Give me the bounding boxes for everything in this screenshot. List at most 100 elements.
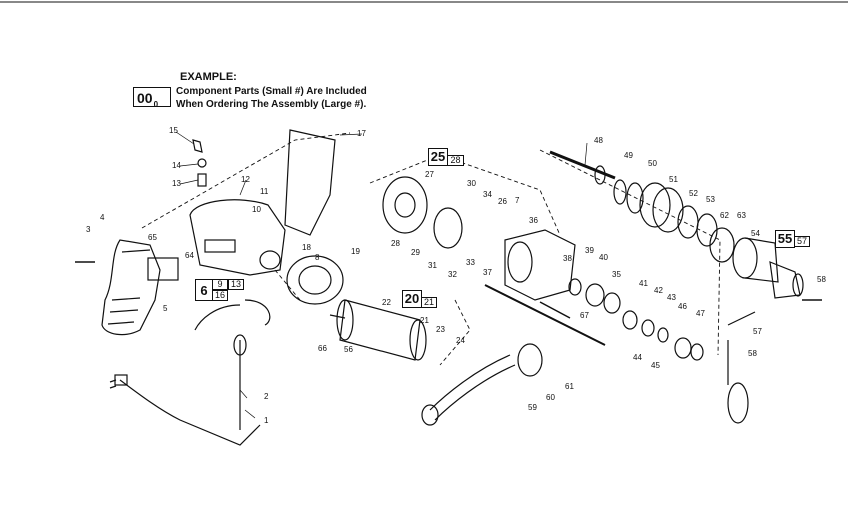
callout: 14 <box>172 161 181 170</box>
callout: 13 <box>172 179 181 188</box>
callout: 5 <box>163 304 168 313</box>
callout: 54 <box>751 229 760 238</box>
assembly-box-small: 9 <box>212 279 228 290</box>
callout: 3 <box>86 225 91 234</box>
assembly-box-large: 55 <box>775 230 795 248</box>
example-line-2: When Ordering The Assembly (Large #). <box>176 99 367 110</box>
assembly-box-large: 20 <box>402 290 422 308</box>
callout: 42 <box>654 286 663 295</box>
callout: 58 <box>748 349 757 358</box>
assembly-box-large: 25 <box>428 148 448 166</box>
example-large-number: 00 <box>137 90 153 106</box>
clip <box>192 139 203 153</box>
switch <box>147 257 179 281</box>
callout: 40 <box>599 253 608 262</box>
callout: 62 <box>720 211 729 220</box>
callout: 43 <box>667 293 676 302</box>
callout: 51 <box>669 175 678 184</box>
callout: 30 <box>467 179 476 188</box>
callout: 63 <box>737 211 746 220</box>
callout: 27 <box>425 170 434 179</box>
callout: 60 <box>546 393 555 402</box>
callout: 34 <box>483 190 492 199</box>
depth-gauge <box>727 311 756 424</box>
callout: 29 <box>411 248 420 257</box>
callout: 24 <box>456 336 465 345</box>
chuck <box>769 261 804 299</box>
bushing <box>197 173 207 187</box>
callout: 11 <box>260 187 269 196</box>
field-coil <box>286 255 344 305</box>
washer <box>626 182 644 214</box>
assembly-guides <box>141 132 721 366</box>
callout: 41 <box>639 279 648 288</box>
motor-housing <box>189 199 286 276</box>
washer <box>613 179 627 205</box>
callout: 64 <box>185 251 194 260</box>
callout: 36 <box>529 216 538 225</box>
gear-housing <box>504 229 576 301</box>
callout: 15 <box>169 126 178 135</box>
callout: 58 <box>817 275 826 284</box>
bearing-set <box>568 278 704 361</box>
callout: 18 <box>302 243 311 252</box>
callout: 4 <box>100 213 105 222</box>
callout: 19 <box>351 247 360 256</box>
spindle-gear <box>639 182 684 233</box>
leader-lines <box>175 131 588 419</box>
callout: 21 <box>420 316 429 325</box>
callout: 8 <box>315 253 320 262</box>
callout: 32 <box>448 270 457 279</box>
rod <box>539 301 571 319</box>
callout: 50 <box>648 159 657 168</box>
callout: 47 <box>696 309 705 318</box>
callout: 28 <box>391 239 400 248</box>
assembly-box-large: 6 <box>195 279 213 301</box>
assembly-box-small: 13 <box>228 279 244 290</box>
callout: 12 <box>241 175 250 184</box>
assembly-box-small: 57 <box>794 236 810 247</box>
callout: 17 <box>357 129 366 138</box>
example-title: EXAMPLE: <box>180 71 237 83</box>
chuck-housing <box>732 237 779 283</box>
callout: 59 <box>528 403 537 412</box>
washer <box>197 158 207 168</box>
washer <box>709 227 735 263</box>
callout: 39 <box>585 246 594 255</box>
callout: 65 <box>148 233 157 242</box>
handle-housing <box>101 239 161 336</box>
callout: 67 <box>580 311 589 320</box>
callout: 22 <box>382 298 391 307</box>
example-box: 000 <box>133 87 171 109</box>
callout: 52 <box>689 189 698 198</box>
callout: 37 <box>483 268 492 277</box>
armature <box>329 299 427 361</box>
assembly-box-small: 28 <box>447 155 464 166</box>
callout: 66 <box>318 344 327 353</box>
callout: 31 <box>428 261 437 270</box>
assembly-box-small: 16 <box>212 290 228 301</box>
callout: 44 <box>633 353 642 362</box>
line-cord <box>109 299 271 446</box>
field-plate <box>284 129 336 236</box>
callout: 48 <box>594 136 603 145</box>
callout: 53 <box>706 195 715 204</box>
assembly-box-small: 21 <box>421 297 437 308</box>
spindle <box>549 150 616 185</box>
depth-rod <box>484 284 606 346</box>
callout: 2 <box>264 392 269 401</box>
callout: 23 <box>436 325 445 334</box>
callout: 38 <box>563 254 572 263</box>
callout: 7 <box>515 196 520 205</box>
example-line-1: Component Parts (Small #) Are Included <box>176 86 367 97</box>
callout: 35 <box>612 270 621 279</box>
callout: 45 <box>651 361 660 370</box>
callout: 46 <box>678 302 687 311</box>
example-small-number: 0 <box>153 100 159 109</box>
callout: 33 <box>466 258 475 267</box>
gear-case <box>382 176 463 249</box>
callout: 1 <box>264 416 269 425</box>
callout: 56 <box>344 345 353 354</box>
